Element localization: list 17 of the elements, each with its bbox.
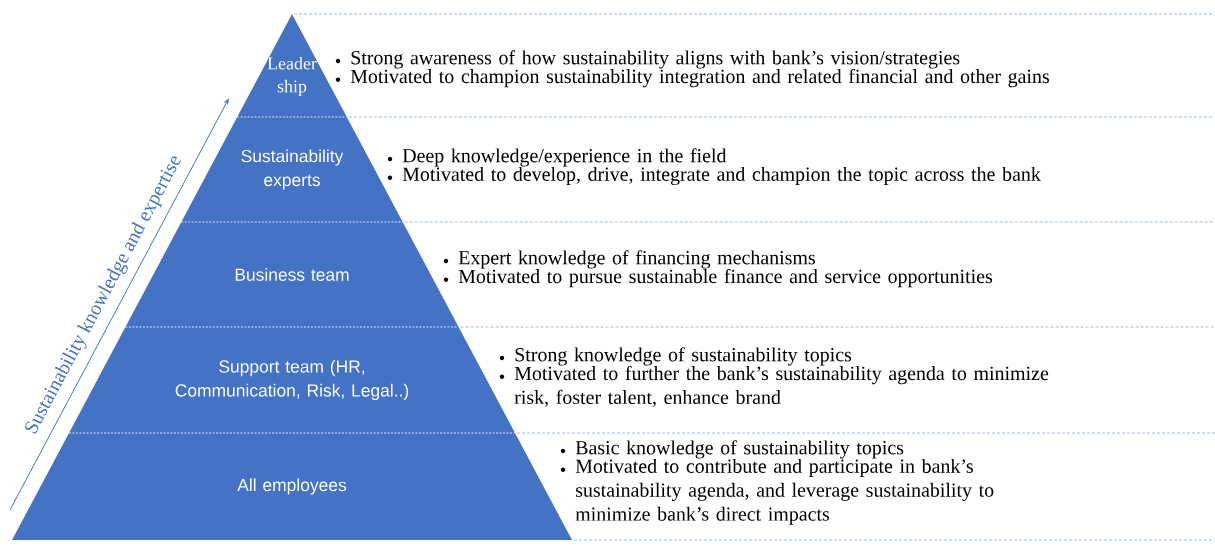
node-label: All employees (237, 478, 347, 495)
pyramid-band: Leader ship (237, 14, 347, 117)
bullet-text: Motivated to contribute and participate in bank’s sustainability agenda, and leverage sustainability to minimize bank’s direct impacts (575, 458, 994, 525)
bullet-text: Basic knowledge of sustainability topics (575, 440, 904, 459)
bullet-text: Expert knowledge of financing mechanisms (458, 250, 815, 269)
bullet-text: Motivated to develop, drive, integrate and champion the topic across the bank (402, 166, 1041, 186)
node-label: Sustainability experts (241, 149, 344, 190)
node-label: Support team (HR, Communication, Risk, Legal..) (175, 359, 409, 401)
bullet-text: Deep knowledge/experience in the field (402, 148, 727, 167)
bullet-text: Motivated to pursue sustainable finance and service opportunities (458, 268, 993, 288)
bullet-text: Motivated to champion sustainability integration and related financial and other gains (350, 68, 1049, 88)
bullet-text: Strong knowledge of sustainability topics (515, 347, 852, 366)
node-label: Business team (235, 268, 349, 281)
node-label: Leader ship (267, 56, 317, 97)
pyramid-band: All employees (12, 433, 572, 540)
bullet-text: Motivated to further the bank’s sustainability agenda to minimize risk, foster talent, enhance brand (514, 365, 1049, 407)
bullet-text: Strong awareness of how sustainability aligns with bank’s vision/strategies (351, 50, 960, 69)
